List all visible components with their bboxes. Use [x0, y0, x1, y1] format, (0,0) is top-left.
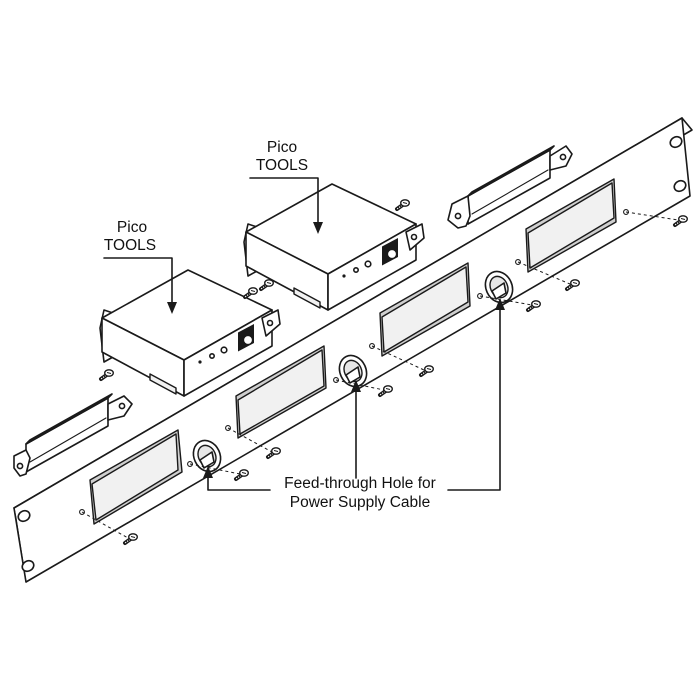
rack-mount-panel [13, 117, 693, 583]
panel-screws [81, 211, 690, 545]
leader-device-right [249, 177, 323, 234]
feed-through-hole-3 [484, 270, 514, 304]
feed-through-hole-1 [192, 439, 222, 473]
callout-leaders [203, 298, 505, 491]
mounting-bracket-left [13, 393, 133, 477]
callout-label-line2: Power Supply Cable [290, 494, 430, 511]
device-label-right-line1: Pico [267, 139, 297, 156]
feed-through-hole-2 [338, 354, 368, 388]
mounting-bracket-right [447, 145, 573, 229]
callout-label-line1: Feed-through Hole for [284, 475, 436, 492]
device-label-left-line1: Pico [117, 219, 147, 236]
device-label-left-line2: TOOLS [104, 237, 156, 254]
device-label-right-line2: TOOLS [256, 157, 308, 174]
leader-device-left [103, 257, 177, 314]
